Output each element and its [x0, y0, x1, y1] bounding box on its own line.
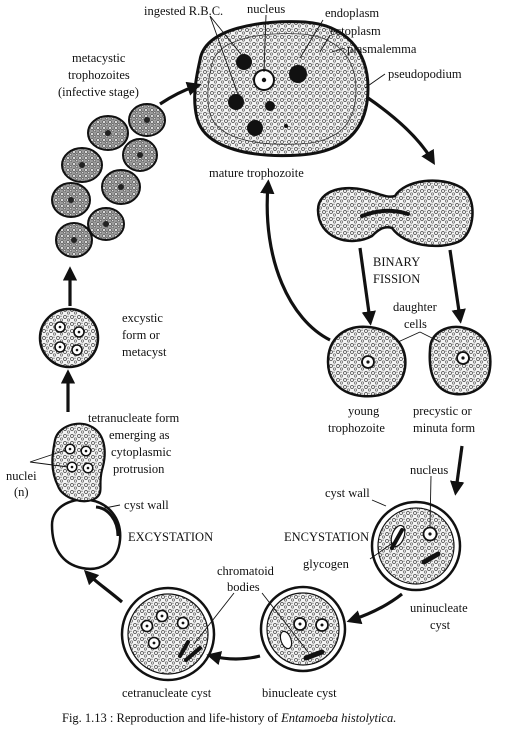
label-young-1: young — [348, 404, 380, 418]
label-tetranucleate-cyst: cetranucleate cyst — [122, 686, 212, 700]
leader-lines-excystation — [29, 449, 121, 510]
label-metacystic-2: trophozoites — [68, 68, 130, 82]
label-tetra-2: emerging as — [109, 428, 170, 442]
label-cyst-wall-right: cyst wall — [325, 486, 370, 500]
label-nuclei-2: (n) — [14, 485, 29, 499]
label-ingested-rbc: ingested R.B.C. — [144, 4, 223, 18]
label-cyst-wall-left: cyst wall — [124, 498, 169, 512]
arrow-young-to-mature — [260, 179, 331, 342]
label-binary-2: FISSION — [373, 272, 420, 286]
arrow-precystic-to-cyst — [450, 445, 465, 496]
label-pseudopodium: pseudopodium — [388, 67, 462, 81]
label-encystation: ENCYSTATION — [284, 530, 369, 544]
label-chromatoid-1: chromatoid — [217, 564, 275, 578]
metacystic-cell — [61, 147, 103, 183]
label-plasmalemma: plasmalemma — [347, 42, 417, 56]
arrow-uni-to-bi — [346, 592, 403, 625]
ingested-rbc — [236, 54, 252, 70]
metacystic-cell — [128, 103, 166, 137]
arrow-tetra-to-excyst — [83, 569, 124, 604]
arrow-bi-to-tetra — [206, 651, 261, 666]
leader-lines-uninucleate — [369, 475, 432, 560]
label-nucleus-top: nucleus — [247, 2, 285, 16]
mature-trophozoite-cell — [193, 20, 370, 158]
label-uninucleate-1: uninucleate — [410, 601, 468, 615]
figure-caption: Fig. 1.13 : Reproduction and life-histor… — [62, 711, 396, 725]
label-nucleus-cyst: nucleus — [410, 463, 448, 477]
caption-prefix: Fig. 1.13 : Reproduction and life-histor… — [62, 711, 281, 725]
label-mature-trophozoite: mature trophozoite — [209, 166, 304, 180]
label-daughter-1: daughter — [393, 300, 438, 314]
arrow-fission-to-young — [358, 247, 376, 326]
label-excystic-2: form or — [122, 328, 161, 342]
label-chromatoid-2: bodies — [227, 580, 260, 594]
label-excystation: EXCYSTATION — [128, 530, 213, 544]
metacyst-cell — [38, 307, 100, 369]
label-excystic-1: excystic — [122, 311, 163, 325]
arrow-metacystic-to-mature — [159, 81, 202, 106]
binucleate-cyst — [259, 585, 347, 673]
label-young-2: trophozoite — [328, 421, 385, 435]
excystation-cyst — [50, 498, 122, 571]
leader-lines-daughter — [397, 331, 441, 343]
label-daughter-2: cells — [404, 317, 427, 331]
metacystic-cell — [87, 115, 129, 151]
metacystic-cell — [55, 222, 93, 258]
label-glycogen: glycogen — [303, 557, 350, 571]
label-binucleate-cyst: binucleate cyst — [262, 686, 337, 700]
arrow-mature-to-fission — [367, 96, 435, 165]
uninucleate-cyst — [370, 500, 462, 592]
metacystic-cell — [51, 182, 91, 218]
label-uninucleate-2: cyst — [430, 618, 451, 632]
label-tetra-3: cytoplasmic — [111, 445, 172, 459]
young-trophozoite-cell — [326, 325, 407, 398]
label-binary-1: BINARY — [373, 255, 420, 269]
label-nuclei-1: nuclei — [6, 469, 37, 483]
label-precystic-1: precystic or — [413, 404, 472, 418]
leader-lines-chromatoid — [193, 592, 309, 653]
label-metacystic-3: (infective stage) — [58, 85, 139, 99]
label-tetra-4: protrusion — [113, 462, 165, 476]
metacystic-cell — [122, 138, 158, 172]
label-ectoplasm: ectoplasm — [330, 24, 381, 38]
metacystic-cell — [87, 207, 125, 241]
tetranucleate-cyst — [120, 586, 216, 682]
caption-species: Entamoeba histolytica. — [280, 711, 396, 725]
label-precystic-2: minuta form — [413, 421, 475, 435]
tetranucleate-protrusion — [51, 422, 106, 503]
precystic-cell — [428, 325, 492, 396]
label-metacystic-1: metacystic — [72, 51, 126, 65]
arrow-fission-to-precystic — [448, 249, 466, 324]
label-tetra-1: tetranucleate form — [88, 411, 180, 425]
label-endoplasm: endoplasm — [325, 6, 379, 20]
metacystic-cell — [101, 169, 141, 205]
label-excystic-3: metacyst — [122, 345, 167, 359]
metacystic-trophozoites — [51, 103, 166, 258]
leader-lines-top — [209, 14, 386, 101]
binary-fission-cell — [316, 179, 474, 248]
cycle-arrows — [60, 81, 466, 666]
